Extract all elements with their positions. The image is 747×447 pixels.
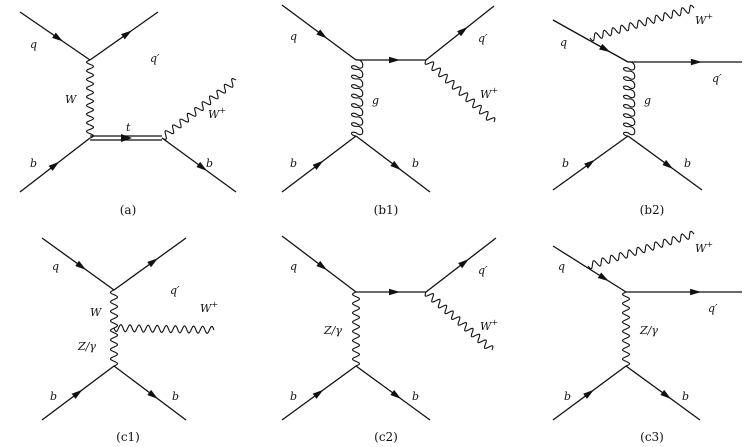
label-b-in: b xyxy=(290,390,297,403)
quark-in-line xyxy=(552,19,629,63)
b-out-line-arrow xyxy=(390,389,402,399)
z-gamma-propagator xyxy=(351,291,361,367)
quark-propagator-arrow xyxy=(389,288,400,296)
label-q-in: q xyxy=(558,260,565,273)
quark-in-line-arrow xyxy=(316,260,328,271)
label-b-in: b xyxy=(50,390,57,403)
b-in-line-arrow xyxy=(312,389,324,399)
label-q-out: q′ xyxy=(708,302,718,315)
label-b-in: b xyxy=(562,157,569,170)
label-b-in: b xyxy=(290,157,297,170)
quark-out-line-arrow xyxy=(690,58,702,66)
b-out-line-arrow xyxy=(662,159,674,169)
w-propagator xyxy=(109,289,119,329)
label-b-out: b xyxy=(206,157,213,170)
quark-in-line-arrow xyxy=(597,272,609,282)
diagram-b1: q q′ W+ g b b (b1) xyxy=(281,4,498,217)
diagram-caption: (a) xyxy=(120,203,137,217)
quark-out-line-arrow xyxy=(690,288,702,296)
gluon-propagator xyxy=(622,61,636,137)
label-q-out: q′ xyxy=(478,32,488,45)
label-b-in: b xyxy=(564,390,571,403)
quark-in-line xyxy=(552,245,627,293)
label-w-plus: W+ xyxy=(480,86,498,101)
diagram-caption: (c1) xyxy=(116,430,140,444)
label-gluon: g xyxy=(644,94,651,107)
label-w-propagator: W xyxy=(90,306,103,319)
w-plus-emission xyxy=(424,291,494,351)
label-b-in: b xyxy=(30,157,37,170)
label-b-out: b xyxy=(172,390,179,403)
diagram-c1: q q′ W W+ Z/γ b b (c1) xyxy=(41,237,218,444)
label-q-in: q xyxy=(30,38,37,51)
quark-in-line-arrow xyxy=(52,32,64,42)
z-gamma-propagator xyxy=(621,291,631,367)
quark-in-line-arrow xyxy=(599,43,611,53)
quark-out-line-arrow xyxy=(458,258,469,269)
w-propagator xyxy=(85,59,95,139)
diagram-c2: q q′ W+ Z/γ b b (c2) xyxy=(281,235,498,444)
label-z-gamma: Z/γ xyxy=(323,324,342,337)
b-in-line-arrow xyxy=(71,389,83,399)
label-q-out: q′ xyxy=(712,72,722,85)
quark-out-line-arrow xyxy=(147,258,159,268)
w-plus-emission xyxy=(587,230,695,270)
b-out-line-arrow xyxy=(147,389,158,399)
w-plus-emission xyxy=(161,77,237,141)
quark-in-line-arrow xyxy=(75,260,87,270)
b-in-line-arrow xyxy=(312,160,324,170)
diagram-caption: (b1) xyxy=(374,203,399,217)
label-w-plus: W+ xyxy=(480,318,498,333)
diagram-c3: q W+ q′ Z/γ b b (c3) xyxy=(552,230,742,444)
b-in-line-arrow xyxy=(584,159,595,169)
label-gluon: g xyxy=(372,94,379,107)
b-out-line-arrow xyxy=(196,161,208,171)
diagram-caption: (b2) xyxy=(640,203,665,217)
diagram-b2: q W+ q′ g b b (b2) xyxy=(552,4,742,217)
label-q-in: q xyxy=(52,260,59,273)
label-q-in: q xyxy=(290,30,297,43)
label-b-out: b xyxy=(412,390,419,403)
label-q-out: q′ xyxy=(170,284,180,297)
top-propagator-arrow xyxy=(121,134,132,142)
b-in-line-arrow xyxy=(48,161,60,171)
w-plus-emission xyxy=(424,59,496,123)
label-q-in: q xyxy=(290,260,297,273)
label-w-plus: W+ xyxy=(695,240,713,255)
quark-out-line-arrow xyxy=(457,26,468,37)
label-z-gamma: Z/γ xyxy=(77,340,96,353)
diagram-a: q q′ Wt W+ b b (a) xyxy=(19,11,237,217)
diagram-caption: (c2) xyxy=(374,430,398,444)
quark-out-line-arrow xyxy=(121,30,132,40)
quark-in-line-arrow xyxy=(316,29,328,39)
label-q-out: q′ xyxy=(478,264,488,277)
b-out-line-arrow xyxy=(660,389,672,399)
quark-propagator-arrow xyxy=(389,56,400,64)
label-b-out: b xyxy=(682,390,689,403)
label-top: t xyxy=(126,121,131,134)
label-q-out: q′ xyxy=(150,52,160,65)
diagram-caption: (c3) xyxy=(640,430,664,444)
label-z-gamma: Z/γ xyxy=(639,324,658,337)
gluon-propagator xyxy=(350,59,364,137)
w-plus-emission xyxy=(589,4,695,42)
w-plus-emission xyxy=(113,324,215,334)
label-w-plus: W+ xyxy=(695,12,713,27)
b-out-line-arrow xyxy=(390,160,402,171)
b-in-line-arrow xyxy=(583,389,594,399)
label-w-plus: W+ xyxy=(200,300,218,315)
label-w-propagator: W xyxy=(65,93,78,106)
label-b-out: b xyxy=(684,157,691,170)
label-b-out: b xyxy=(412,157,419,170)
label-q-in: q xyxy=(560,36,567,49)
z-gamma-propagator xyxy=(109,327,119,367)
label-w-plus: W+ xyxy=(208,106,226,121)
